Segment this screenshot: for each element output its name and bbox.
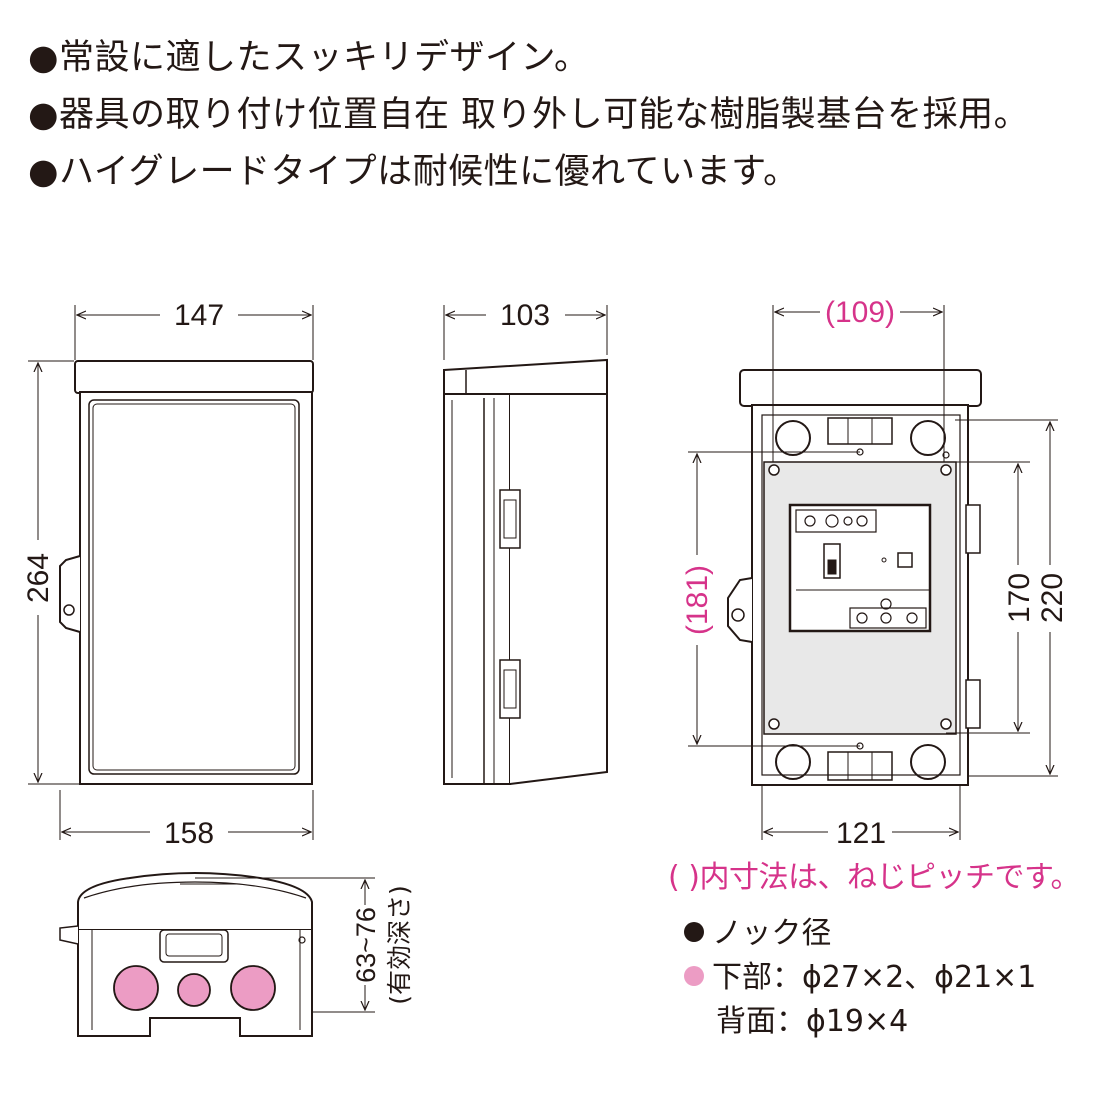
feature-item: ●常設に適したスッキリデザイン。 (28, 38, 590, 78)
inner-height-170-label: 170 (1003, 573, 1036, 623)
pitch-note: ( )内寸法は、ねじピッチです。 (668, 860, 1080, 895)
front-dims (28, 305, 314, 840)
bottom-depth-note: (有効深さ) (385, 885, 414, 1005)
front-width-top-label: 147 (174, 299, 224, 332)
side-depth-label: 103 (500, 299, 550, 332)
front-width-bottom-label: 158 (164, 817, 214, 850)
inner-height-220-label: 220 (1036, 573, 1069, 623)
side-dims (443, 305, 608, 360)
knockout-bottom: 下部：ϕ27×2、ϕ21×1 (712, 960, 1037, 995)
feature-list: ●常設に適したスッキリデザイン。 ●器具の取り付け位置自在 取り外し可能な樹脂製… (28, 30, 1029, 201)
bullet-icon (684, 965, 704, 986)
inner-view (727, 369, 982, 786)
inner-width-bottom-label: 121 (836, 817, 886, 850)
knockout-back: 背面：ϕ19×4 (716, 1004, 909, 1039)
bullet-icon (684, 921, 704, 942)
bottom-view (59, 872, 313, 1037)
bottom-depth-label: 63~76 (351, 907, 381, 983)
inner-pitch-top-label: (109) (825, 296, 895, 329)
front-height-label: 264 (22, 553, 55, 603)
feature-item: ●器具の取り付け位置自在 取り外し可能な樹脂製基台を採用。 (28, 95, 1030, 135)
inner-dims (688, 305, 1058, 840)
bottom-dims (195, 877, 375, 1013)
knockout-info: ノック径 下部：ϕ27×2、ϕ21×1 背面：ϕ19×4 (684, 912, 1036, 1044)
inner-pitch-left-label: (181) (681, 565, 714, 635)
feature-item: ●ハイグレードタイプは耐候性に優れています。 (28, 152, 799, 192)
side-view (443, 358, 608, 785)
front-view (59, 360, 314, 785)
knockout-title: ノック径 (712, 916, 832, 951)
